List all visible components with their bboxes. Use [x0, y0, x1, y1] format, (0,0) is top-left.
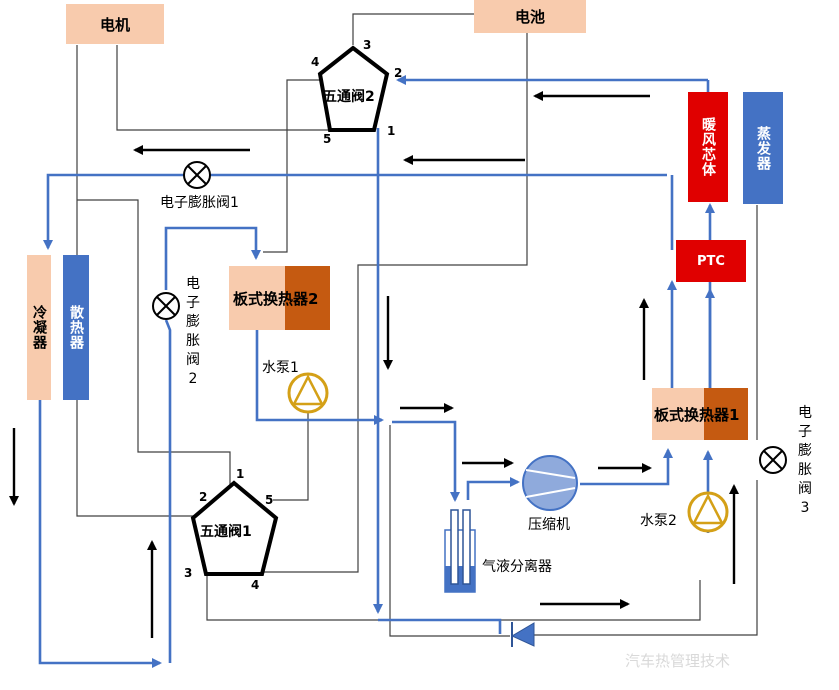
ptc-label: PTC [697, 253, 725, 269]
valve1-port-3: 3 [184, 566, 193, 580]
refrigerant-line-exv2-to-phe2 [164, 226, 261, 290]
motor-label: 电机 [99, 15, 130, 34]
heater-core-label: 暖风芯体 [700, 117, 716, 177]
valve1-label: 五通阀1 [200, 524, 252, 540]
phe1-label: 板式换热器1 [654, 406, 740, 424]
refrigerant-lines [38, 75, 715, 668]
water-pump-1-icon [287, 372, 329, 414]
expansion-valve-2-icon [152, 292, 180, 320]
radiator-box: 散热器 [63, 255, 89, 400]
exv2-label: 电子膨胀阀2 [186, 276, 200, 387]
flow-arrows [9, 91, 739, 638]
pump1-label: 水泵1 [262, 360, 299, 376]
five-way-valve-2-shape [317, 45, 390, 132]
valve2-port-1: 1 [387, 124, 396, 138]
exv1-label: 电子膨胀阀1 [160, 195, 239, 211]
coolant-line-valve1-pump1 [273, 410, 309, 501]
coolant-lines [76, 13, 758, 637]
phe2-left-half [229, 266, 285, 330]
valve1-port-2: 2 [199, 490, 208, 504]
evaporator-box: 蒸发器 [743, 92, 783, 204]
condenser-label: 冷凝器 [31, 305, 47, 350]
refrigerant-line-exv2-lower [164, 319, 172, 663]
radiator-label: 散热器 [68, 305, 84, 350]
motor-box: 电机 [66, 4, 164, 44]
valve2-port-5: 5 [323, 132, 332, 146]
refrigerant-line-top-to-condenser [43, 173, 667, 250]
valve2-port-3: 3 [363, 38, 372, 52]
coolant-line-battery-valve1 [250, 32, 528, 573]
phe1-left-half [652, 388, 704, 440]
expansion-valve-1-icon [183, 161, 211, 189]
compressor-label: 压缩机 [528, 517, 570, 533]
phe1-right-half [704, 388, 748, 440]
expansion-valve-3-icon [759, 446, 787, 474]
coolant-line-radiator-valve1-port2 [76, 400, 197, 517]
pump2-label: 水泵2 [640, 513, 677, 529]
compressor-icon [522, 455, 578, 511]
plate-heat-exchanger-1: 板式换热器1 [652, 388, 748, 440]
refrigerant-line-condenser-bottom [38, 400, 162, 668]
ptc-box: PTC [676, 240, 746, 282]
phe2-label: 板式换热器2 [233, 290, 319, 308]
coolant-line-radiator-valve1 [77, 199, 231, 490]
valve2-port-4: 4 [311, 55, 320, 69]
evaporator-label: 蒸发器 [755, 125, 771, 171]
check-valve-icon [510, 622, 535, 647]
coolant-line-exv3-return [525, 480, 758, 636]
valve1-port-4: 4 [251, 578, 260, 592]
watermark: 汽车热管理技术 [625, 652, 731, 670]
coolant-line-valve2-battery-top [352, 13, 474, 45]
separator-label: 气液分离器 [482, 559, 552, 575]
battery-label: 电池 [514, 8, 545, 26]
coolant-line-motor-valve2 [116, 45, 330, 131]
exv3-label: 电子膨胀阀3 [798, 405, 812, 516]
valve1-port-1: 1 [236, 467, 245, 481]
phe2-right-half [285, 266, 330, 330]
refrigerant-line-phe2-to-junction [255, 330, 384, 425]
coolant-line-valve2-phe2 [263, 79, 320, 253]
heater-core-box: 暖风芯体 [688, 92, 728, 202]
valve2-port-2: 2 [394, 66, 403, 80]
five-way-valve-1-shape [190, 480, 279, 576]
condenser-box: 冷凝器 [27, 255, 51, 400]
plate-heat-exchanger-2: 板式换热器2 [229, 266, 330, 330]
refrigerant-line-compressor-to-phe1 [580, 448, 673, 486]
coolant-line-bottom-join [389, 425, 510, 637]
valve2-label: 五通阀2 [323, 89, 375, 105]
water-pump-2-icon [687, 491, 729, 533]
refrigerant-line-bottom-valve [378, 618, 502, 634]
refrigerant-line-separator-to-compressor [466, 477, 520, 500]
valve1-port-5: 5 [265, 493, 274, 507]
gas-liquid-separator-icon [444, 509, 476, 593]
refrigerant-line-to-separator [392, 420, 460, 502]
battery-box: 电池 [474, 0, 586, 33]
